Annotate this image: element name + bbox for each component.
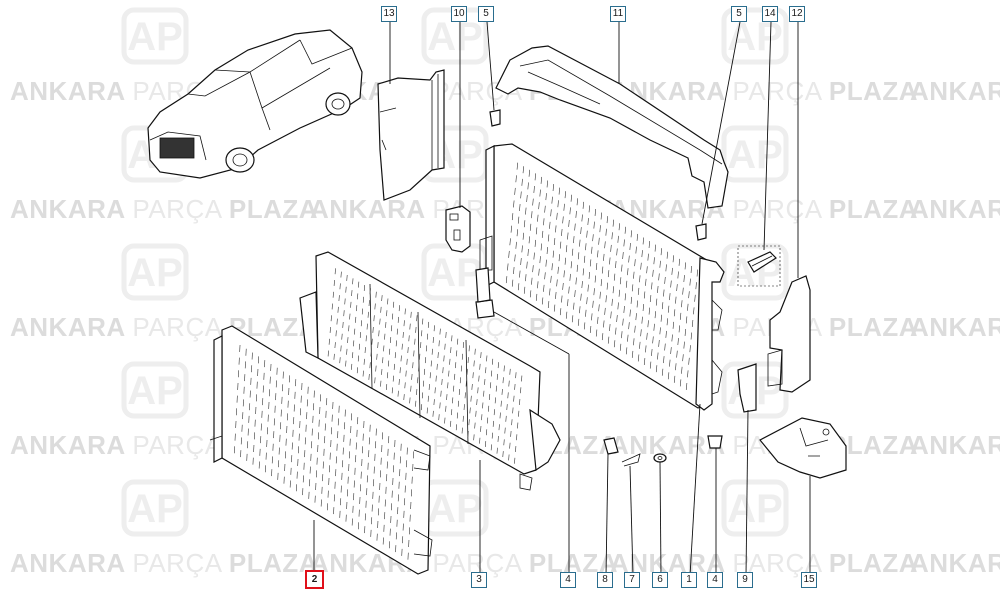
callout-4-left[interactable]: 4 [560, 572, 576, 588]
callout-12[interactable]: 12 [789, 6, 805, 22]
callout-10[interactable]: 10 [451, 6, 467, 22]
svg-text:AP: AP [127, 487, 183, 531]
part-14-sensor [737, 245, 781, 287]
part-3-intercooler [299, 251, 561, 491]
leader-lines [313, 21, 811, 577]
part-4-lower-buffer [475, 267, 723, 449]
part-2-condenser [209, 325, 433, 575]
svg-text:AP: AP [127, 15, 183, 59]
svg-text:AP: AP [727, 133, 783, 177]
part-15-lower-bracket [759, 417, 847, 479]
part-10-bracket [445, 205, 471, 253]
part-9-clip [737, 363, 757, 413]
callout-5-upper-left[interactable]: 5 [478, 6, 494, 22]
svg-text:AP: AP [427, 251, 483, 295]
callout-5-upper-right[interactable]: 5 [731, 6, 747, 22]
svg-text:AP: AP [427, 487, 483, 531]
callout-15[interactable]: 15 [801, 572, 817, 588]
callout-7[interactable]: 7 [624, 572, 640, 588]
callout-13[interactable]: 13 [381, 6, 397, 22]
callout-9[interactable]: 9 [737, 572, 753, 588]
callout-4-right[interactable]: 4 [707, 572, 723, 588]
callout-3[interactable]: 3 [471, 572, 487, 588]
svg-text:AP: AP [727, 487, 783, 531]
callout-8[interactable]: 8 [597, 572, 613, 588]
watermark-text: ANKARA PARÇA PLAZA [910, 194, 1000, 224]
callout-2[interactable]: 2 [305, 570, 324, 589]
watermark-logo: AP [121, 7, 189, 65]
watermark-text: ANKARA PARÇA PLAZA [910, 312, 1000, 342]
part-6-washer [653, 453, 667, 463]
svg-text:AP: AP [127, 251, 183, 295]
watermark-text: ANKARA PARÇA PLAZA [910, 76, 1000, 106]
watermark-text: ANKARA PARÇA PLAZA [610, 194, 918, 224]
callout-1[interactable]: 1 [681, 572, 697, 588]
part-11-upper-shroud [495, 45, 729, 209]
watermark-logo: AP [121, 361, 189, 419]
watermark-logo: AP [721, 125, 789, 183]
car-illustration [147, 29, 363, 179]
part-7-spring-clip [621, 453, 641, 467]
watermark-text: ANKARA PARÇA PLAZA [10, 194, 318, 224]
watermark-logo: AP [421, 479, 489, 537]
watermark-text: ANKARA PARÇA PLAZA [910, 430, 1000, 460]
watermark-logo: AP [721, 479, 789, 537]
watermark-text: ANKARA PARÇA PLAZA [610, 76, 918, 106]
part-1-radiator [479, 143, 725, 411]
svg-text:AP: AP [427, 15, 483, 59]
watermark-text: ANKARA PARÇA PLAZA [910, 548, 1000, 578]
svg-text:AP: AP [127, 369, 183, 413]
part-8-clip [603, 437, 619, 455]
callout-6[interactable]: 6 [652, 572, 668, 588]
watermark-text: ANKARA PARÇA PLAZA [10, 548, 318, 578]
part-5-upper-buffers [489, 109, 707, 241]
watermark-logo: AP [121, 479, 189, 537]
callout-14[interactable]: 14 [762, 6, 778, 22]
svg-text:AP: AP [727, 15, 783, 59]
watermark-logo: AP [721, 7, 789, 65]
callout-11[interactable]: 11 [610, 6, 626, 22]
watermark-text: ANKARA PARÇA PLAZA [10, 312, 318, 342]
watermark-logo: AP [121, 243, 189, 301]
part-12-side-deflector [767, 275, 811, 393]
part-13-air-deflector [377, 69, 445, 201]
